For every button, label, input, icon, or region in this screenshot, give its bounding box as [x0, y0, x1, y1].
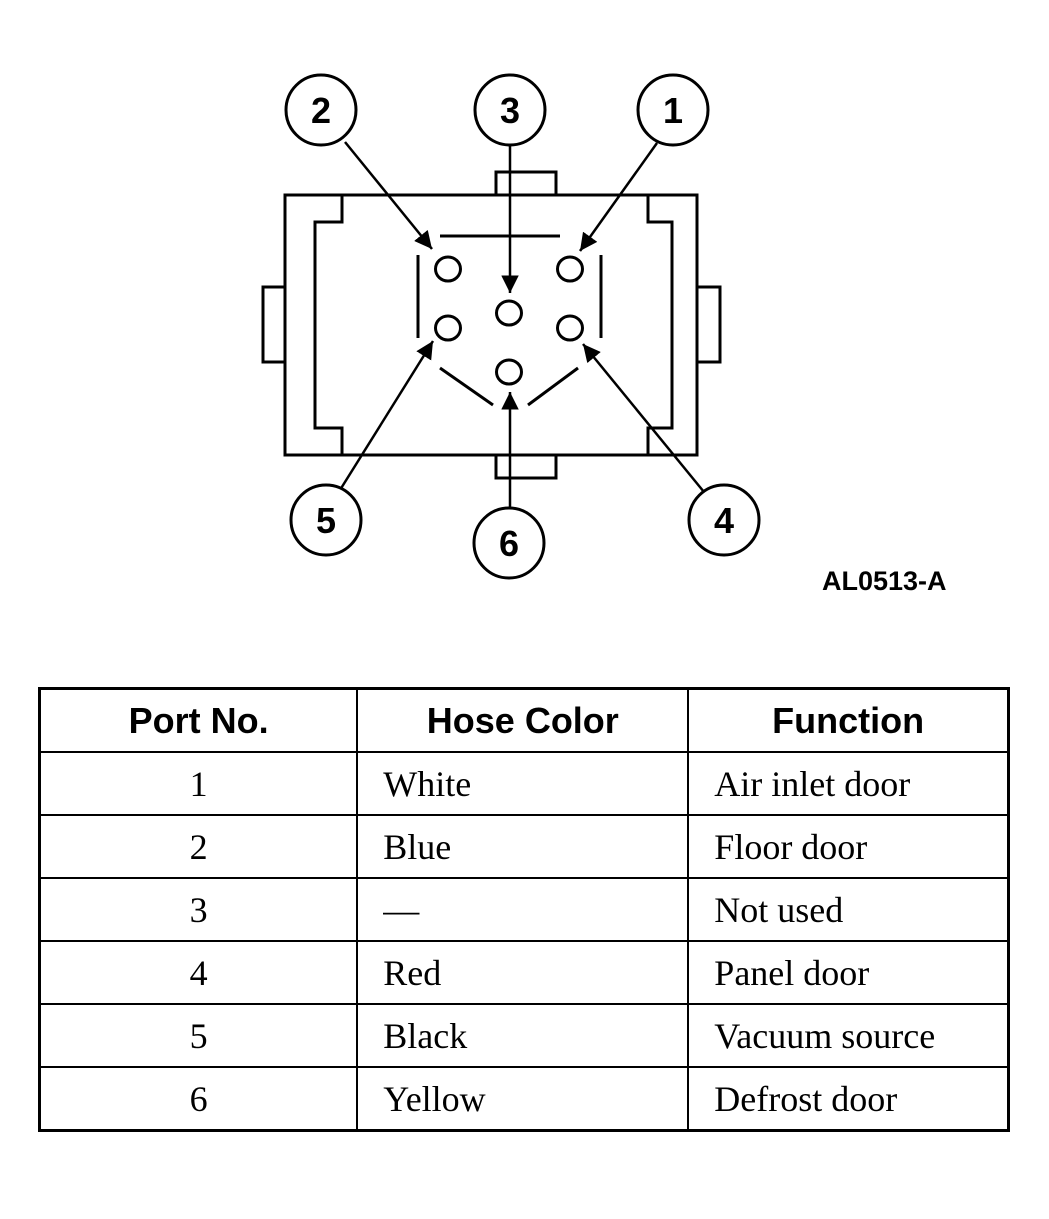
leader-arrow-1: [578, 142, 659, 252]
function-cell: Floor door: [687, 814, 1010, 879]
port-number-cell: 2: [38, 814, 359, 879]
hose-color-cell: Yellow: [356, 1066, 690, 1132]
port-number-cell: 1: [38, 751, 359, 816]
inner-left-bracket: [313, 195, 344, 455]
leader-arrow-2: [344, 141, 433, 250]
port-2: [434, 255, 462, 283]
callout-6: 6: [472, 506, 546, 580]
callout-label: 6: [499, 523, 519, 564]
port-number-cell: 5: [38, 1003, 359, 1068]
callout-circle: [289, 483, 363, 557]
callout-circle: [636, 73, 710, 147]
top-latch-tab: [494, 170, 558, 195]
callout-label: 3: [500, 90, 520, 131]
function-cell: Panel door: [687, 940, 1010, 1005]
callout-label: 5: [316, 500, 336, 541]
port-4: [556, 314, 584, 342]
callout-5: 5: [289, 483, 363, 557]
leader-arrow-5: [338, 340, 435, 491]
port-6: [495, 358, 523, 386]
port-5: [434, 314, 462, 342]
callouts: 1 2 3 4 5 6: [284, 73, 761, 580]
callout-label: 2: [311, 90, 331, 131]
header-port-no: Port No.: [38, 687, 359, 753]
port-number-cell: 6: [38, 1066, 359, 1132]
table-row: 6 Yellow Defrost door: [38, 1066, 1010, 1132]
connector-housing: [283, 193, 699, 457]
port-frame-bottom-right: [527, 366, 579, 407]
callout-3: 3: [473, 73, 547, 147]
hose-color-cell: Red: [356, 940, 690, 1005]
hose-color-cell: Blue: [356, 814, 690, 879]
port-number-cell: 3: [38, 877, 359, 942]
leader-arrow-4: [582, 343, 705, 493]
callout-1: 1: [636, 73, 710, 147]
left-side-tab: [261, 285, 285, 364]
table-row: 4 Red Panel door: [38, 940, 1010, 1005]
table-header-row: Port No. Hose Color Function: [38, 687, 1010, 753]
callout-circle: [284, 73, 358, 147]
function-cell: Not used: [687, 877, 1010, 942]
table-row: 5 Black Vacuum source: [38, 1003, 1010, 1068]
hose-color-cell: —: [356, 877, 690, 942]
callout-circle: [472, 506, 546, 580]
callout-4: 4: [687, 483, 761, 557]
connector-diagram: 1 2 3 4 5 6: [261, 73, 761, 580]
function-cell: Vacuum source: [687, 1003, 1010, 1068]
right-side-tab: [697, 285, 722, 364]
callout-circle: [473, 73, 547, 147]
function-cell: Air inlet door: [687, 751, 1010, 816]
port-1: [556, 255, 584, 283]
connector-body: [261, 170, 722, 480]
port-3: [495, 299, 523, 327]
callout-label: 4: [714, 500, 734, 541]
table-row: 2 Blue Floor door: [38, 814, 1010, 879]
port-frame-bottom-left: [439, 366, 494, 407]
figure-code: AL0513-A: [822, 566, 947, 596]
bottom-latch-tab: [494, 455, 558, 480]
leader-arrows: [338, 141, 705, 510]
table-row: 3 — Not used: [38, 877, 1010, 942]
callout-label: 1: [663, 90, 683, 131]
inner-right-bracket: [646, 195, 674, 455]
port-number-cell: 4: [38, 940, 359, 1005]
table-row: 1 White Air inlet door: [38, 751, 1010, 816]
hose-color-cell: White: [356, 751, 690, 816]
header-function: Function: [687, 687, 1010, 753]
function-cell: Defrost door: [687, 1066, 1010, 1132]
hose-color-cell: Black: [356, 1003, 690, 1068]
port-table: Port No. Hose Color Function 1 White Air…: [38, 687, 1010, 1132]
callout-2: 2: [284, 73, 358, 147]
callout-circle: [687, 483, 761, 557]
header-hose-color: Hose Color: [356, 687, 690, 753]
